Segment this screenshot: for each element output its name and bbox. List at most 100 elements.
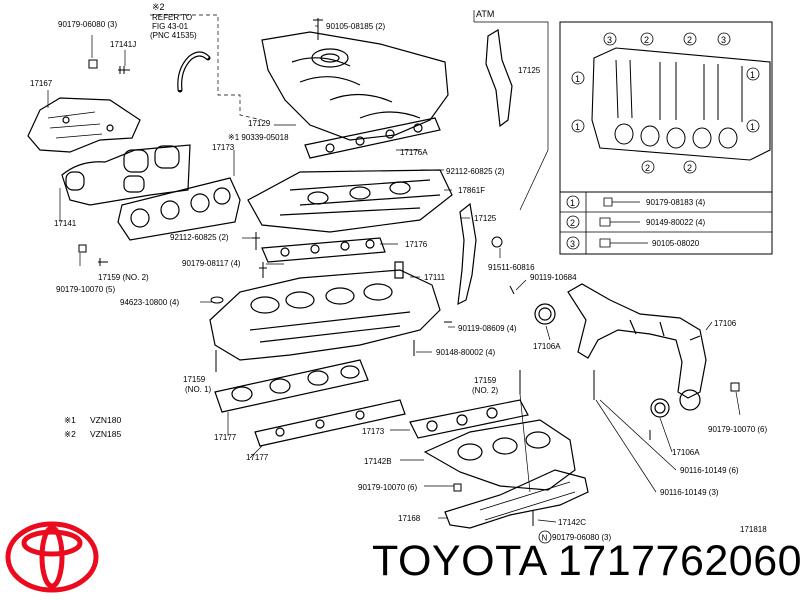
legend-row-2-part: 90149-80022 (4) xyxy=(646,218,705,227)
refer-to-line1: REFER TO xyxy=(152,13,192,22)
gasket-17177-lower-drawing xyxy=(254,399,406,447)
label-17167: 17167 xyxy=(30,79,53,88)
exhaust-manifold-left-drawing xyxy=(61,144,191,206)
exhaust-manifold-right-drawing xyxy=(423,419,576,491)
svg-text:3: 3 xyxy=(607,35,612,45)
label-17106a-left: 17106A xyxy=(533,342,561,351)
label-17176: 17176 xyxy=(405,240,428,249)
label-17106: 17106 xyxy=(714,319,737,328)
label-92112-60825-left: 92112-60825 (2) xyxy=(170,233,229,242)
fasteners-drawing xyxy=(78,18,740,526)
diagram-drawings xyxy=(27,18,740,529)
svg-text:2: 2 xyxy=(687,163,692,173)
label-17861f: 17861F xyxy=(458,186,485,195)
svg-text:2: 2 xyxy=(687,35,692,45)
legend-row-1-num: 1 xyxy=(570,198,575,208)
atm-guide-upper-drawing xyxy=(485,29,513,128)
label-17177-a: 17177 xyxy=(214,433,237,442)
svg-text:1: 1 xyxy=(575,122,580,132)
label-17159-no2-mid-sub: (NO. 2) xyxy=(472,386,499,395)
legend-row-1: 1 90179-08183 (4) xyxy=(566,195,705,209)
marker-1b: 1 xyxy=(571,119,585,133)
part-labels: 90179-06080 (3) 17141J 17167 17141 17159… xyxy=(30,20,767,544)
gasket-17106a-right-drawing xyxy=(650,398,670,418)
label-90179-06080-top: 90179-06080 (3) xyxy=(58,20,117,29)
label-17142c: 17142C xyxy=(558,518,586,527)
legend-row-2: 2 90149-80022 (4) xyxy=(566,215,705,229)
note-2-text: VZN185 xyxy=(90,429,121,439)
atm-label: ATM xyxy=(476,9,494,19)
label-17125-top: 17125 xyxy=(518,66,541,75)
label-17176a: 17176A xyxy=(400,148,428,157)
label-90116-10149-6: 90116-10149 (6) xyxy=(680,466,739,475)
note-2-mark: ※2 xyxy=(64,429,76,439)
label-91511-60816: 91511-60816 xyxy=(488,263,535,272)
label-17142b: 17142B xyxy=(364,457,392,466)
svg-text:1: 1 xyxy=(575,74,580,84)
label-17159-no2-mid: 17159 xyxy=(474,376,497,385)
refer-to-line2: FIG 43-01 xyxy=(152,22,189,31)
label-90119-10684: 90119-10684 xyxy=(530,273,577,282)
gasket-17177-upper-drawing xyxy=(214,359,369,413)
label-17141: 17141 xyxy=(54,219,77,228)
label-17173-mid: 17173 xyxy=(362,427,385,436)
marker-3a: 3 xyxy=(603,32,617,46)
marker-2a: 2 xyxy=(640,32,654,46)
intake-hose-drawing xyxy=(177,51,211,93)
intake-manifold-lower-drawing xyxy=(209,269,441,361)
heat-insulator-left-drawing xyxy=(27,97,141,153)
gasket-17106a-left-drawing xyxy=(534,303,556,325)
n-circle-icon xyxy=(538,530,552,544)
label-17129: 17129 xyxy=(248,119,271,128)
exhaust-pipe-drawing xyxy=(567,283,707,399)
legend-row-3-num: 3 xyxy=(570,239,575,249)
inset-markers: 1 1 1 1 2 2 2 2 3 3 xyxy=(571,32,760,174)
label-94623-10800: 94623-10800 (4) xyxy=(120,298,179,307)
exhaust-gasket-left-drawing xyxy=(117,177,241,241)
note-1-text: VZN180 xyxy=(90,415,121,425)
label-17141j: 17141J xyxy=(110,40,136,49)
label-17159-no2-left: 17159 (NO. 2) xyxy=(98,273,149,282)
intake-chamber-drawing xyxy=(247,169,453,233)
svg-text:2: 2 xyxy=(645,163,650,173)
brand-part-number: TOYOTA 1717762060 xyxy=(372,537,800,585)
exhaust-gasket-right-drawing xyxy=(409,399,529,439)
marker-2b: 2 xyxy=(683,32,697,46)
svg-text:3: 3 xyxy=(721,35,726,45)
svg-text:1: 1 xyxy=(750,70,755,80)
label-90179-06080-bottom: 90179-06080 (3) xyxy=(552,533,611,542)
label-90179-10070-left: 90179-10070 (5) xyxy=(56,285,115,294)
label-90119-08609: 90119-08609 (4) xyxy=(458,324,517,333)
label-90339-05018: ※1 90339-05018 xyxy=(228,133,289,142)
svg-text:1: 1 xyxy=(750,122,755,132)
atm-guide-lower-drawing xyxy=(457,202,477,306)
svg-text:2: 2 xyxy=(644,35,649,45)
label-90179-10070-right: 90179-10070 (6) xyxy=(708,425,767,434)
refer-to-line3: (PNC 41535) xyxy=(150,31,197,40)
marker-2d: 2 xyxy=(683,160,697,174)
gasket-17176a-drawing xyxy=(304,117,441,159)
marker-2c: 2 xyxy=(641,160,655,174)
label-17177-b: 17177 xyxy=(246,453,269,462)
label-90179-08117: 90179-08117 (4) xyxy=(182,259,241,268)
label-92112-60825-right: 92112-60825 (2) xyxy=(446,167,505,176)
gasket-17176-drawing xyxy=(261,237,386,263)
label-17159-no1: 17159 xyxy=(183,375,206,384)
label-90105-08185: 90105-08185 (2) xyxy=(326,22,385,31)
legend-row-1-part: 90179-08183 (4) xyxy=(646,198,705,207)
legend-row-3-part: 90105-08020 xyxy=(652,239,700,248)
marker-1a: 1 xyxy=(571,71,585,85)
legend-table: 1 90179-08183 (4) 2 90149-80022 (4) 3 90… xyxy=(559,191,773,255)
label-90148-80002: 90148-80002 (4) xyxy=(436,348,495,357)
marker-3b: 3 xyxy=(717,32,731,46)
toyota-logo-icon xyxy=(5,521,99,593)
note-mark-2: ※2 xyxy=(152,2,165,12)
marker-1c: 1 xyxy=(746,67,760,81)
legend-row-2-num: 2 xyxy=(570,218,575,228)
n-circle-label: N xyxy=(542,534,548,543)
leader-lines xyxy=(47,10,741,523)
label-17125-mid: 17125 xyxy=(474,214,497,223)
label-90116-10149-3: 90116-10149 (3) xyxy=(660,488,719,497)
diagram-code: 171818 xyxy=(740,525,767,534)
